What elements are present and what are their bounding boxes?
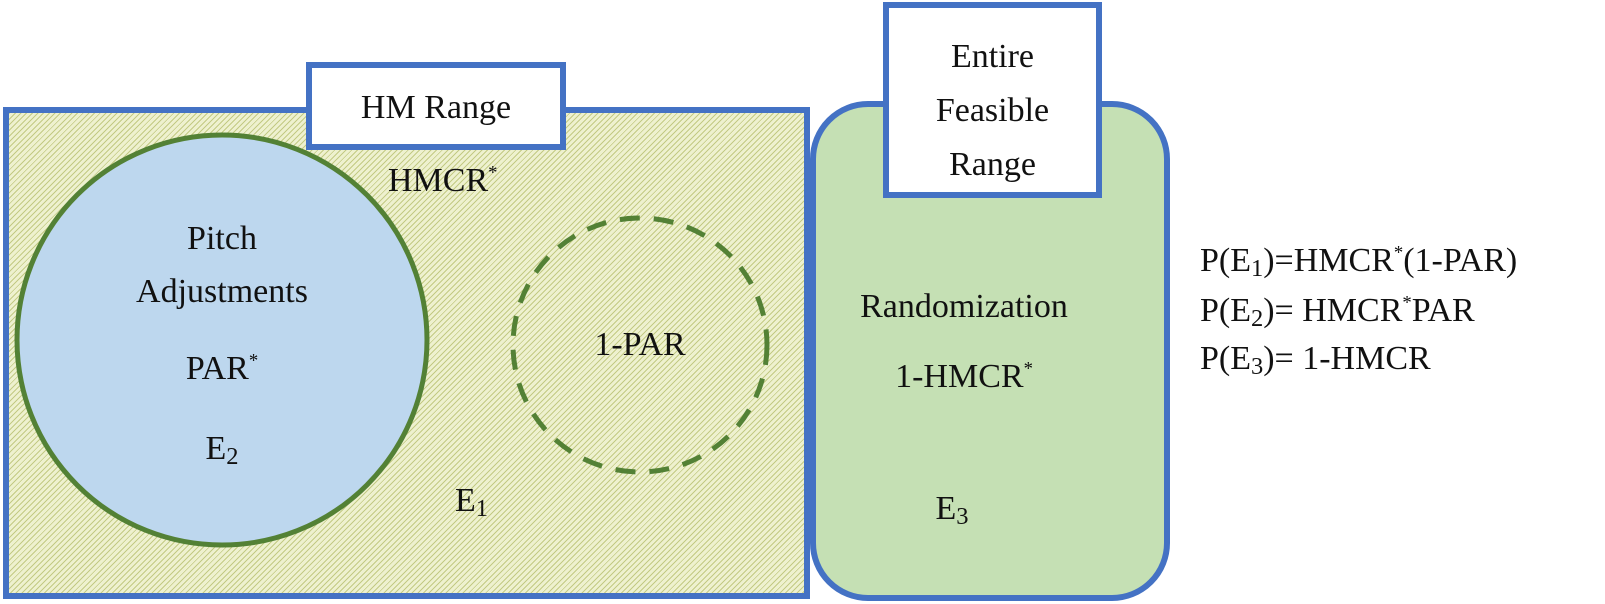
eq1-tail: (1-PAR) [1403,242,1518,279]
eq2-star: * [1402,292,1412,314]
hmcr-asterisk: * [488,162,498,184]
equation-2: P(E2)= HMCR*PAR [1200,292,1475,332]
pitch-line-1: Pitch [187,220,257,257]
e1-letter: E [455,482,476,519]
eq1-mid: )=HMCR [1263,242,1394,279]
e2-index: 2 [226,442,239,470]
par-text: PAR [185,350,249,387]
eq2-tail: PAR [1411,292,1475,329]
eq1-star: * [1393,242,1404,264]
par-asterisk: * [248,350,259,372]
e1-label: E1 [455,482,489,522]
pitch-adjustment-circle [14,132,430,548]
eq3-p: P(E [1200,340,1251,377]
one-minus-par-circle [510,215,770,475]
one-minus-par-label: 1-PAR [594,326,686,363]
e1-index: 1 [475,494,489,522]
entire-line-3: Range [949,146,1036,183]
eq1-index: 1 [1251,254,1264,282]
equation-1: P(E1)=HMCR*(1-PAR) [1200,242,1518,282]
eq3-mid: )= 1-HMCR [1263,340,1431,377]
entire-line-2: Feasible [935,92,1050,129]
hmcr-star-label: HMCR* [388,162,497,200]
eq1-p: P(E [1200,242,1251,279]
eq2-p: P(E [1200,292,1251,329]
one-minus-hmcr-asterisk: * [1023,358,1033,380]
entire-feasible-range-label: Entire Feasible Range [883,2,1102,198]
one-minus-hmcr-text: 1-HMCR [895,358,1024,395]
hmcr-text: HMCR [388,162,489,199]
e2-letter: E [205,430,227,467]
e3-label: E3 [935,490,969,530]
eq2-index: 2 [1251,304,1264,332]
hm-range-label: HM Range [306,62,566,150]
randomization-label: Randomization [860,288,1068,325]
e3-letter: E [935,490,957,527]
eq3-index: 3 [1251,352,1264,380]
e2-label: E2 [205,430,239,470]
equation-3: P(E3)= 1-HMCR [1200,340,1431,380]
pitch-line-2: Adjustments [136,273,308,310]
one-minus-hmcr-label: 1-HMCR* [895,358,1033,396]
par-star-label: PAR* [186,350,258,388]
eq2-mid: )= HMCR [1263,292,1403,329]
e3-index: 3 [956,502,969,530]
entire-line-1: Entire [950,38,1035,75]
hm-range-text: HM Range [360,89,512,126]
